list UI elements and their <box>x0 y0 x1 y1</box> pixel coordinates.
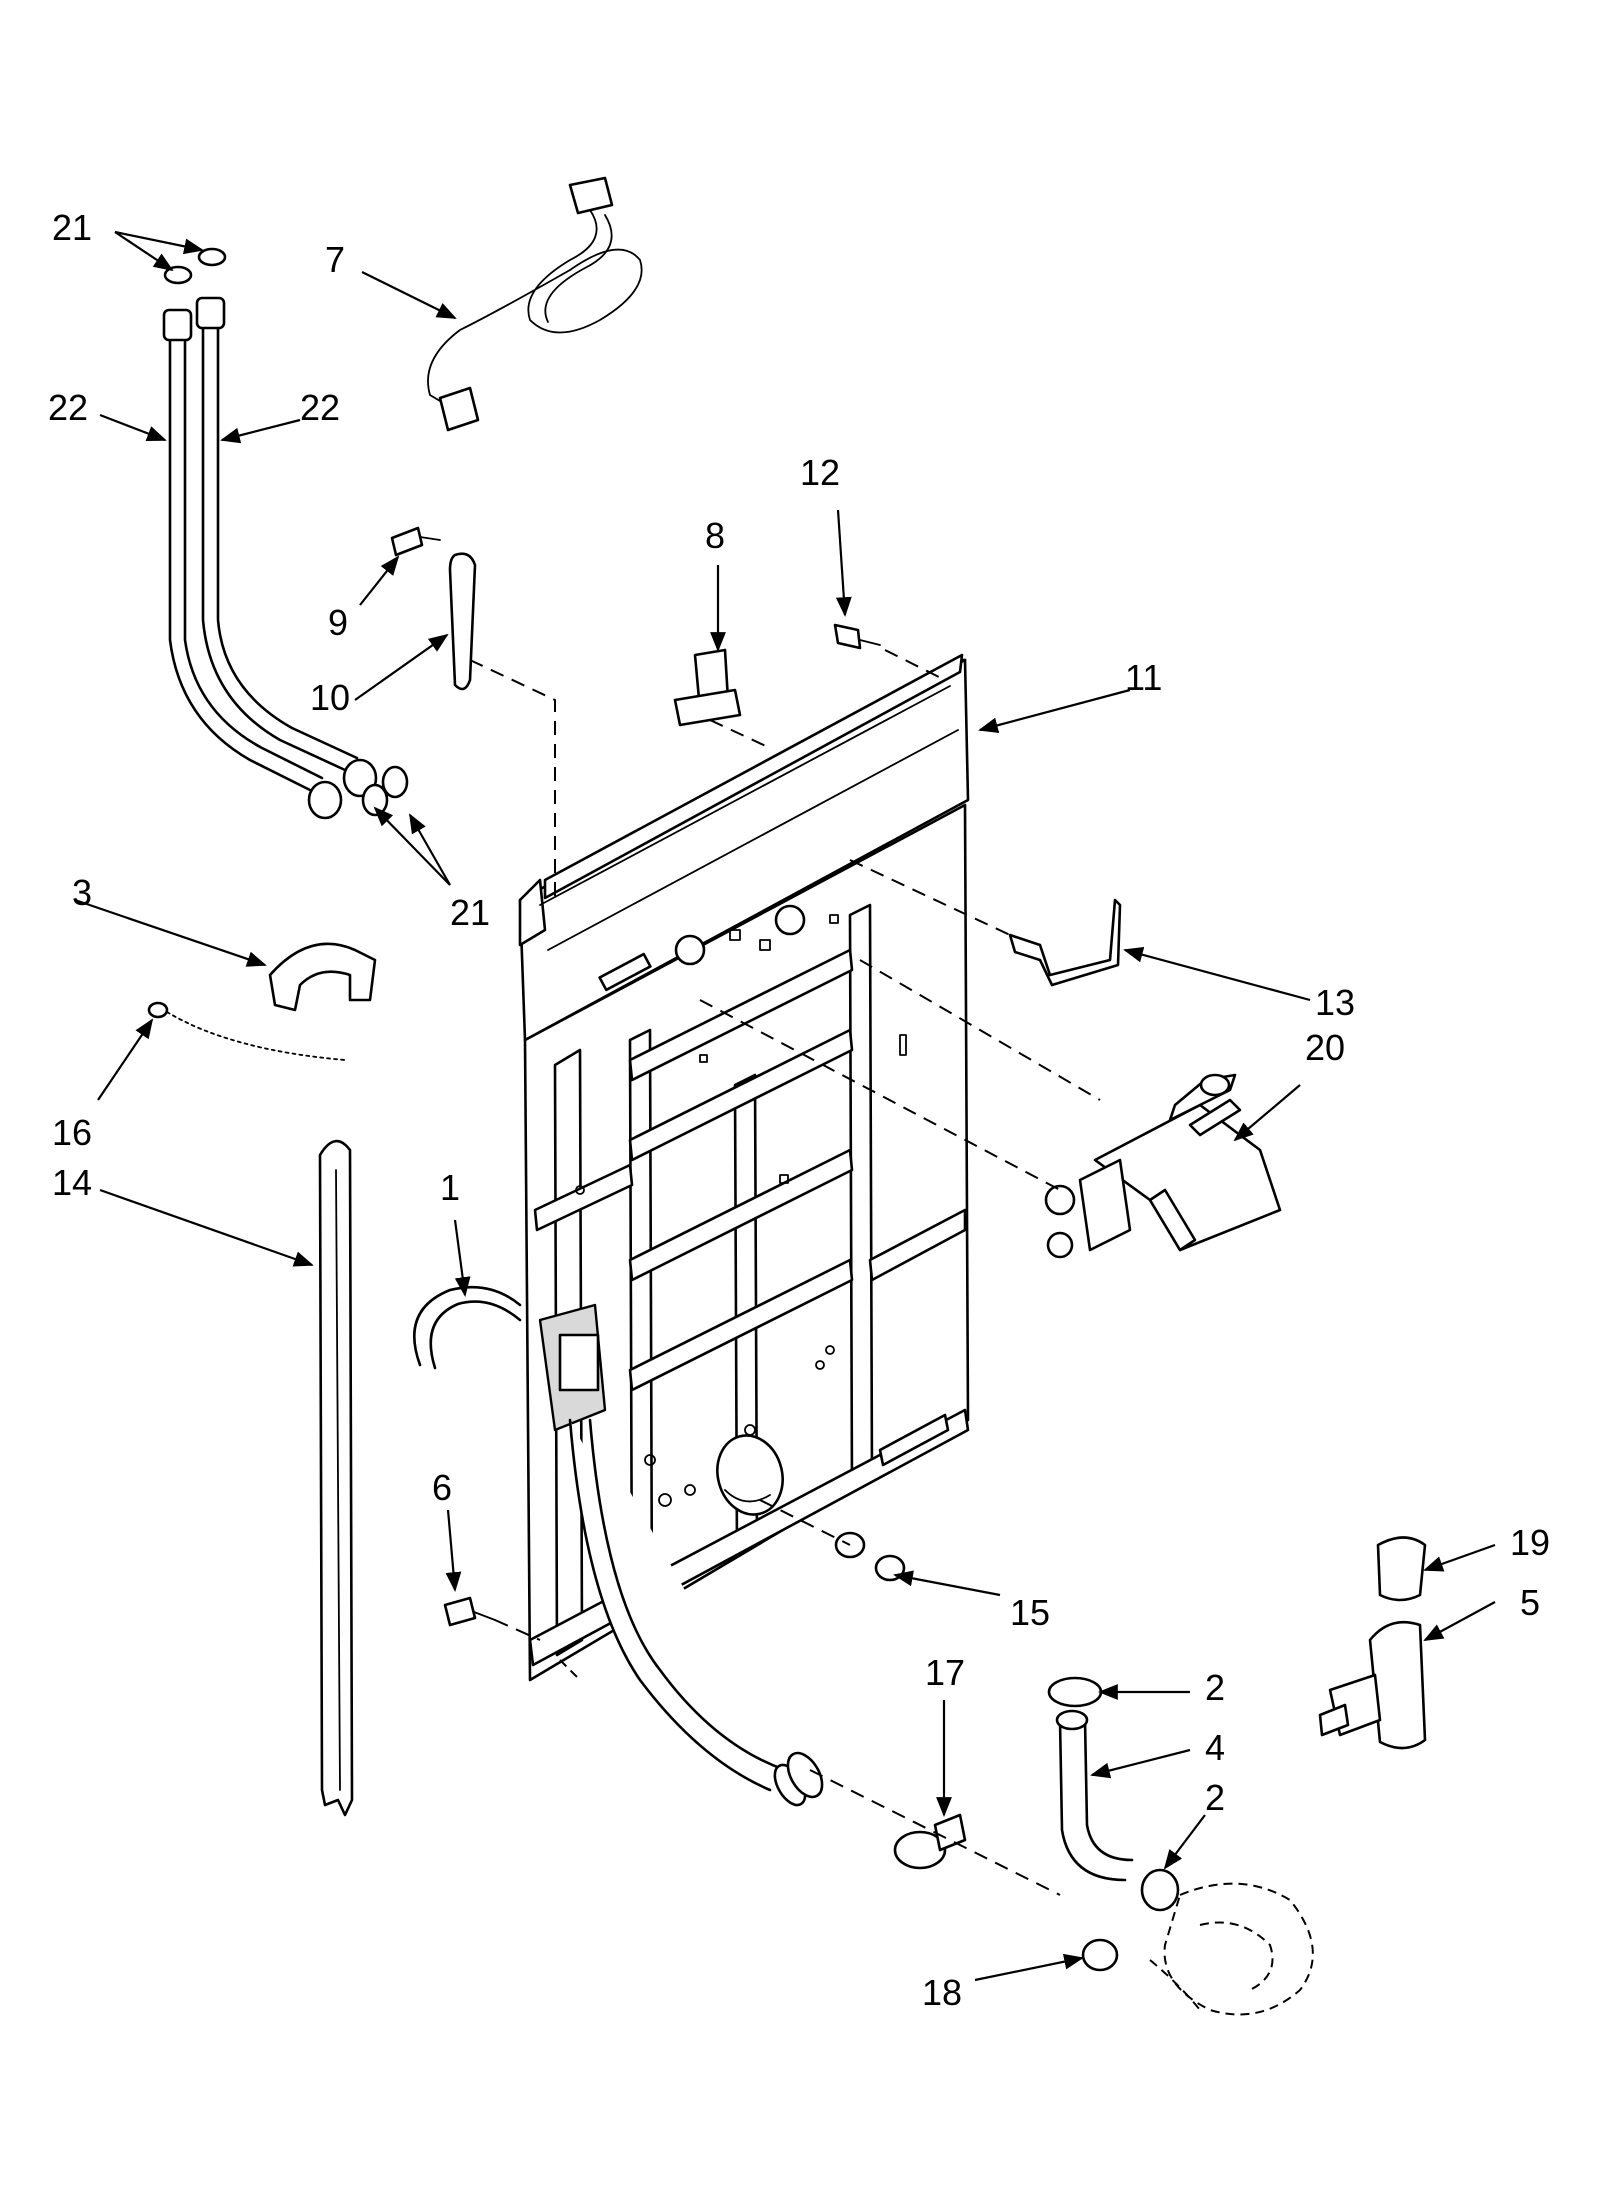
assembly-lines <box>469 649 1101 1896</box>
wire-bracket <box>673 648 742 727</box>
callout-10: 10 <box>310 677 350 718</box>
callout-17: 17 <box>925 1652 965 1693</box>
callout-2-bottom: 2 <box>1205 1777 1225 1818</box>
inlet-hoses <box>162 296 378 820</box>
callout-16: 16 <box>52 1112 92 1153</box>
screw-and-clamp <box>390 526 477 691</box>
callout-8: 8 <box>705 515 725 556</box>
hose-clamp-18 <box>1081 1938 1119 1972</box>
panel-seal-strip <box>318 1139 354 1817</box>
callout-6: 6 <box>432 1467 452 1508</box>
callout-21-top: 21 <box>52 207 92 248</box>
callout-4: 4 <box>1205 1727 1225 1768</box>
hose-clip <box>268 942 377 1012</box>
callout-9: 9 <box>328 602 348 643</box>
pump-outline <box>1149 1882 1314 2016</box>
callout-2-top: 2 <box>1205 1667 1225 1708</box>
callout-22-left: 22 <box>48 387 88 428</box>
drain-hose <box>1055 1709 1134 1882</box>
callout-14: 14 <box>52 1162 92 1203</box>
callout-18: 18 <box>922 1972 962 2013</box>
callout-leaders <box>74 230 1496 1982</box>
callout-labels: 21 7 22 22 8 12 9 10 11 21 3 13 20 16 14… <box>48 207 1550 2013</box>
callout-3: 3 <box>72 872 92 913</box>
panel-screw <box>833 623 881 650</box>
cable-tie <box>147 1001 346 1061</box>
callout-12: 12 <box>800 452 840 493</box>
hole-plug <box>834 1531 906 1582</box>
callout-20: 20 <box>1305 1027 1345 1068</box>
callout-11: 11 <box>1125 657 1162 698</box>
callout-7: 7 <box>325 239 345 280</box>
callout-19: 19 <box>1510 1522 1550 1563</box>
drain-pump <box>1318 1620 1427 1750</box>
callout-15: 15 <box>1010 1592 1050 1633</box>
callout-1: 1 <box>440 1167 460 1208</box>
callout-5: 5 <box>1520 1582 1540 1623</box>
pump-cap <box>1376 1536 1427 1602</box>
callout-21-bottom: 21 <box>450 892 490 933</box>
hose-clamp-17 <box>893 1813 967 1870</box>
mounting-screw <box>443 1596 496 1627</box>
callout-13: 13 <box>1315 982 1355 1023</box>
power-cord <box>427 176 643 432</box>
callout-22-right: 22 <box>300 387 340 428</box>
dispenser-assembly <box>1044 1073 1282 1259</box>
hose-bracket <box>1008 898 1122 987</box>
inlet-hose-assembly <box>412 1285 824 1807</box>
